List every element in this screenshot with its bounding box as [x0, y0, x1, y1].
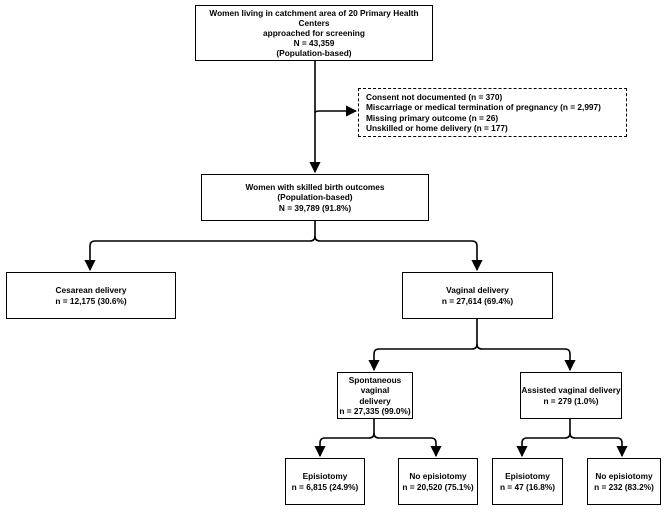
assist-episiotomy-line2: n = 47 (16.8%)	[499, 481, 556, 492]
edge-skilled-to-vaginal	[314, 235, 483, 272]
exclusion-item: Consent not documented (n = 370)	[366, 92, 503, 103]
spont-no-episiotomy-line1: No episiotomy	[409, 471, 467, 482]
spont-episiotomy-box: Episiotomy n = 6,815 (24.9%)	[285, 458, 365, 505]
edge-vaginal-to-assisted	[476, 343, 576, 372]
assist-no-episiotomy-line2: n = 232 (83.2%)	[594, 481, 654, 492]
screening-line4: (Population-based)	[276, 48, 352, 59]
exclusion-item: Miscarriage or medical termination of pr…	[366, 102, 601, 113]
exclusion-item: Missing primary outcome (n = 26)	[366, 112, 499, 123]
edge-spontaneous-to-episiotomy	[314, 418, 375, 458]
edge-spontaneous-to-no-episiotomy	[373, 432, 442, 458]
assisted-box: Assisted vaginal delivery n = 279 (1.0%)	[520, 372, 622, 419]
skilled-box: Women with skilled birth outcomes (Popul…	[201, 174, 429, 221]
exclusion-item: Unskilled or home delivery (n = 177)	[366, 122, 508, 133]
exclusions-box: Consent not documented (n = 370) Miscarr…	[358, 88, 627, 137]
assist-episiotomy-line1: Episiotomy	[505, 471, 550, 482]
cesarean-box: Cesarean delivery n = 12,175 (30.6%)	[6, 272, 176, 319]
vaginal-box: Vaginal delivery n = 27,614 (69.4%)	[402, 272, 553, 319]
spontaneous-line2: delivery	[359, 395, 391, 406]
spontaneous-line3: n = 27,335 (99.0%)	[339, 405, 411, 416]
edge-vaginal-to-spontaneous	[368, 318, 478, 372]
skilled-line2: (Population-based)	[277, 192, 353, 203]
spont-no-episiotomy-line2: n = 20,520 (75.1%)	[402, 481, 474, 492]
edge-screening-to-exclusions	[314, 105, 358, 117]
screening-line2: approached for screening	[263, 27, 365, 38]
assisted-line1: Assisted vaginal delivery	[521, 385, 621, 396]
cesarean-line2: n = 12,175 (30.6%)	[55, 295, 127, 306]
skilled-line3: N = 39,789 (91.8%)	[278, 202, 352, 213]
spontaneous-line1: Spontaneous vaginal	[348, 375, 402, 396]
edge-assisted-to-no-episiotomy	[569, 432, 628, 458]
cesarean-line1: Cesarean delivery	[55, 285, 127, 296]
spontaneous-box: Spontaneous vaginal delivery n = 27,335 …	[337, 372, 413, 419]
screening-line1: Women living in catchment area of 20 Pri…	[209, 7, 419, 28]
assist-episiotomy-box: Episiotomy n = 47 (16.8%)	[492, 458, 563, 505]
spont-episiotomy-line2: n = 6,815 (24.9%)	[291, 481, 359, 492]
skilled-line1: Women with skilled birth outcomes	[245, 182, 385, 193]
assisted-line2: n = 279 (1.0%)	[543, 395, 599, 406]
vaginal-line1: Vaginal delivery	[446, 285, 509, 296]
screening-box: Women living in catchment area of 20 Pri…	[195, 5, 433, 61]
edge-skilled-branch	[84, 220, 316, 272]
vaginal-line2: n = 27,614 (69.4%)	[441, 295, 514, 306]
spont-no-episiotomy-box: No episiotomy n = 20,520 (75.1%)	[398, 458, 478, 505]
edge-assisted-to-episiotomy	[516, 418, 571, 458]
screening-line3: N = 43,359	[293, 38, 335, 49]
assist-no-episiotomy-line1: No episiotomy	[595, 471, 653, 482]
assist-no-episiotomy-box: No episiotomy n = 232 (83.2%)	[587, 458, 661, 505]
spont-episiotomy-line1: Episiotomy	[302, 471, 348, 482]
